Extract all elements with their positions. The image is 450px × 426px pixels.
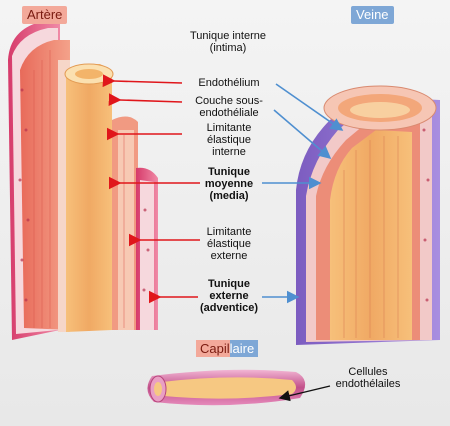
artery-media [20,40,70,330]
label-lim-int-line1: Limitante [206,122,252,134]
label-moyenne-line3: (media) [209,190,249,202]
label-endothelium: Endothélium [198,77,260,89]
artery-arrows [102,74,200,304]
arrow-couche-artery [108,93,183,107]
vein-title: Veine [351,6,394,24]
label-tunique-externe: Tunique externe (adventice) [196,278,262,314]
label-lim-int-line2: élastique [206,134,252,146]
capillary-title: Capillaire [196,340,259,358]
label-limitante-interne: Limitante élastique interne [184,122,274,158]
vein-arrows [262,83,344,304]
label-cellules-line2: endothélailes [335,378,401,390]
arrow-endothelium-vein [275,83,344,131]
label-couche-line1: Couche sous- [195,95,263,107]
label-limitante-externe: Limitante élastique externe [196,226,262,262]
capillary-drawing [147,369,306,406]
vein-lumen [330,130,412,340]
label-couche-line2: endothéliale [199,107,259,119]
artery-drawing [8,20,158,340]
label-tunique-interne: Tunique interne (intima) [172,30,284,54]
arrow-cellules [278,385,331,402]
label-externe-line2: externe [209,290,249,302]
label-moyenne-line2: moyenne [204,178,254,190]
capillary-title-part-a: Capil [196,340,230,357]
label-cellules-endotheliales: Cellules endothélailes [318,366,418,390]
label-cellules-line1: Cellules [348,366,388,378]
artery-lumen [66,64,112,332]
label-externe-line1: Tunique [208,278,250,290]
vein-drawing [296,85,440,345]
label-moyenne-line1: Tunique [208,166,250,178]
label-lim-ext-line1: Limitante [206,226,252,238]
label-lim-int-line3: interne [212,146,246,158]
label-lim-ext-line3: externe [210,250,248,262]
arrow-couche-vein [273,109,332,160]
label-lim-ext-line2: élastique [206,238,252,250]
label-couche-sous-endotheliale: Couche sous- endothéliale [184,95,274,119]
label-tunique-interne-line2: (intima) [209,42,247,54]
label-tunique-moyenne: Tunique moyenne (media) [196,166,262,202]
label-tunique-interne-line1: Tunique interne [189,30,267,42]
label-externe-line3: (adventice) [199,302,259,314]
capillary-title-part-b: laire [229,340,259,357]
arrow-endothelium-artery [102,74,183,88]
artery-title: Artère [22,6,68,24]
